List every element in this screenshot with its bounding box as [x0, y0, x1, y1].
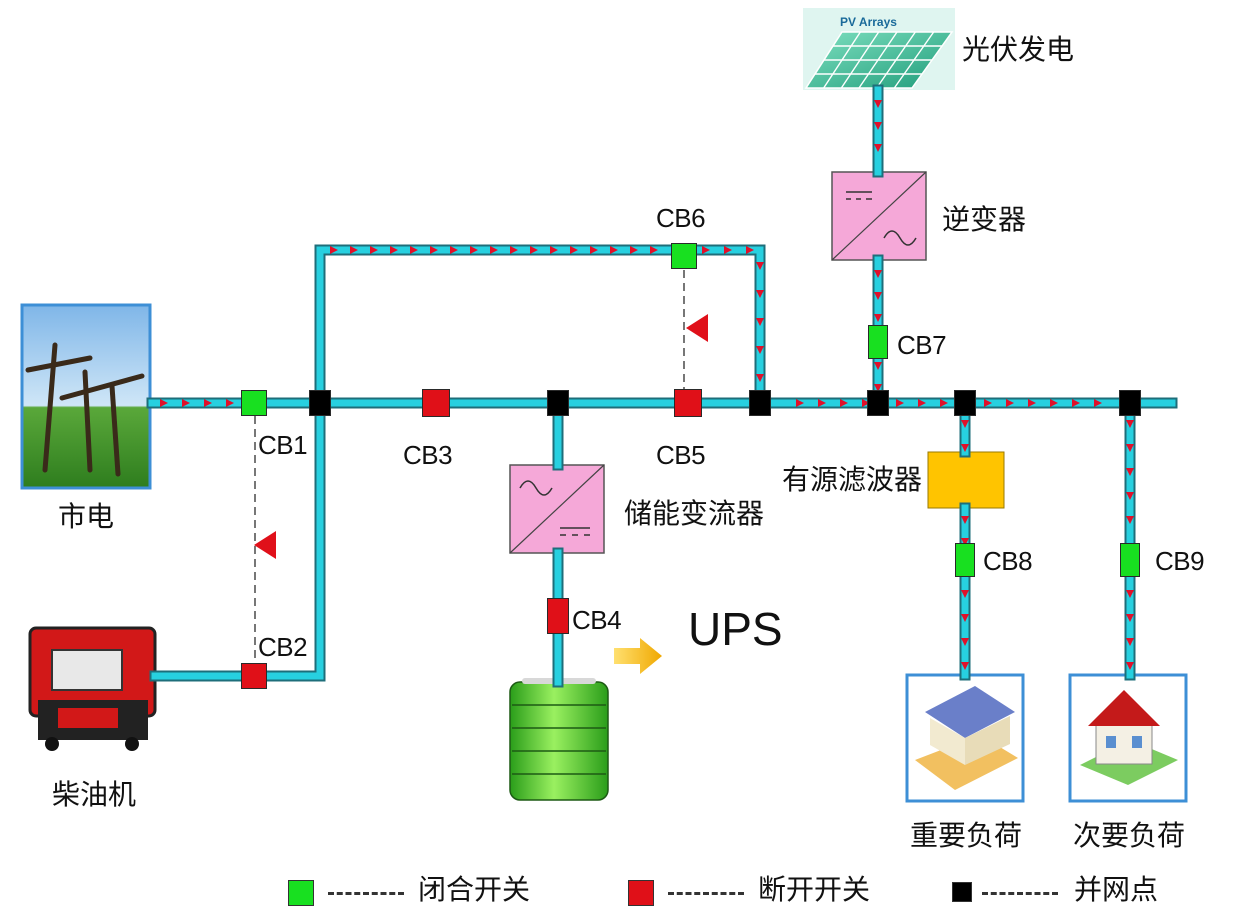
legend-dash — [668, 892, 744, 895]
legend-node-label: 并网点 — [1074, 876, 1158, 904]
cb6-breaker[interactable] — [671, 243, 697, 269]
legend-closed-swatch — [288, 880, 314, 906]
secondary-load-house-picture — [1070, 675, 1186, 801]
active-power-filter-box — [928, 452, 1004, 508]
apf-label: 有源滤波器 — [782, 466, 922, 494]
important-load-label: 重要负荷 — [910, 822, 1022, 850]
cb4-breaker[interactable] — [547, 598, 569, 634]
cb8-breaker[interactable] — [955, 543, 975, 577]
battery-picture — [510, 678, 608, 800]
grid-connection-node — [1119, 390, 1141, 416]
legend-dash — [328, 892, 404, 895]
pv-array-picture: PV Arrays — [803, 8, 955, 90]
cb9-breaker[interactable] — [1120, 543, 1140, 577]
cb4-label: CB4 — [572, 607, 621, 633]
storage-pcs-box — [510, 465, 604, 553]
grid-label: 市电 — [58, 503, 114, 531]
cb7-breaker[interactable] — [868, 325, 888, 359]
grid-connection-node — [867, 390, 889, 416]
cb2-label: CB2 — [258, 634, 307, 660]
pv-inverter-box — [832, 172, 926, 260]
cb5-breaker[interactable] — [674, 389, 702, 417]
pcs-label: 储能变流器 — [624, 500, 764, 528]
grid-connection-node — [309, 390, 331, 416]
transfer-arrow-icon — [686, 314, 708, 342]
grid-connection-node — [547, 390, 569, 416]
ups-label: UPS — [688, 606, 783, 652]
legend-closed-label: 闭合开关 — [418, 876, 530, 904]
cb1-label: CB1 — [258, 432, 307, 458]
cb2-breaker[interactable] — [241, 663, 267, 689]
legend-open-swatch — [628, 880, 654, 906]
grid-connection-node — [954, 390, 976, 416]
legend-open-label: 断开开关 — [758, 876, 870, 904]
legend-dash — [982, 892, 1058, 895]
diesel-generator-picture — [30, 628, 155, 751]
cb3-breaker[interactable] — [422, 389, 450, 417]
cb9-label: CB9 — [1155, 548, 1204, 574]
legend-node-swatch — [952, 882, 972, 902]
secondary-load-label: 次要负荷 — [1073, 822, 1185, 850]
cb3-label: CB3 — [403, 442, 452, 468]
grid-connection-node — [749, 390, 771, 416]
pv-panel-text: PV Arrays — [840, 15, 897, 29]
cb8-label: CB8 — [983, 548, 1032, 574]
ups-arrow-icon — [614, 638, 662, 674]
cb6-label: CB6 — [656, 205, 705, 231]
important-load-house-picture — [907, 675, 1023, 801]
cb5-label: CB5 — [656, 442, 705, 468]
pv-label: 光伏发电 — [962, 36, 1074, 64]
transfer-arrow-icon — [254, 531, 276, 559]
grid-picture — [22, 305, 150, 488]
inverter-label: 逆变器 — [942, 206, 1026, 234]
cb7-label: CB7 — [897, 332, 946, 358]
diesel-generator-label: 柴油机 — [52, 781, 136, 809]
cb1-breaker[interactable] — [241, 390, 267, 416]
